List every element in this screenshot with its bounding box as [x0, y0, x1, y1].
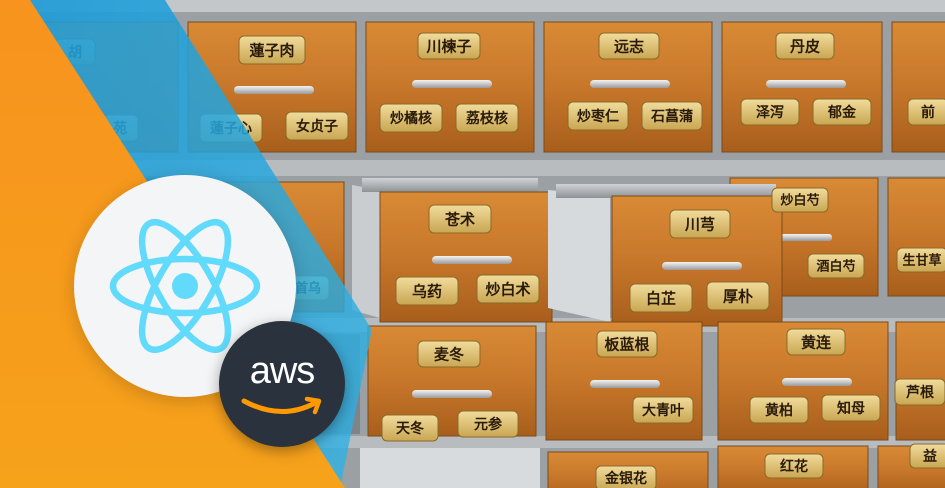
- drawer-label-text: 元参: [474, 416, 503, 433]
- drawer-label: 泽泻: [740, 98, 800, 126]
- drawer-label: 前: [907, 98, 945, 126]
- drawer-label-text: 川楝子: [425, 37, 471, 55]
- drawer-label-text: 炒枣仁: [577, 108, 619, 125]
- drawer-label: 蓮子肉: [238, 35, 306, 65]
- drawer-label: 郁金: [812, 98, 872, 126]
- drawer-label-text: 丹皮: [790, 37, 820, 55]
- drawer-label-text: 板蓝根: [604, 335, 649, 353]
- drawer-label-text: 前: [921, 104, 935, 121]
- aws-wordmark: aws: [249, 350, 316, 392]
- aws-logo-badge: aws: [219, 321, 345, 447]
- drawer-label: 益: [909, 443, 945, 469]
- drawer-label-text: 炒白术: [485, 280, 530, 298]
- drawer-label: 芦根: [894, 378, 945, 406]
- react-atom-icon: [109, 218, 261, 354]
- drawer-label: 生甘草: [896, 247, 945, 273]
- drawer-label-text: 酒白芍: [816, 259, 855, 275]
- drawer-label: 黄柏: [749, 396, 809, 424]
- drawer-row-4: [360, 445, 945, 488]
- drawer-label: 元参: [457, 410, 519, 438]
- drawer-label-text: 苍术: [444, 210, 475, 228]
- drawer-label-text: 远志: [614, 37, 644, 55]
- drawer-label: 苍术: [428, 204, 492, 234]
- drawer-label-text: 天冬: [396, 420, 424, 437]
- drawer-label: 麦冬: [417, 340, 481, 368]
- drawer-label-text: 白芷: [646, 289, 676, 307]
- drawer-label: 炒白术: [476, 274, 540, 304]
- drawer-label-text: 黄柏: [765, 402, 793, 419]
- drawer-label: 黄连: [786, 328, 846, 356]
- drawer-label-text: 红花: [780, 458, 808, 475]
- drawer-label: 炒橘核: [379, 103, 443, 133]
- drawer-label: 大青叶: [632, 396, 694, 424]
- drawer-label-text: 生甘草: [902, 253, 941, 269]
- drawer-label: 知母: [821, 394, 881, 422]
- drawer-label: 厚朴: [706, 281, 770, 311]
- drawer-label-text: 芦根: [906, 384, 935, 401]
- drawer-label-text: 益: [923, 448, 937, 465]
- drawer-label-text: 炒橘核: [390, 110, 432, 127]
- drawer-label: 酒白芍: [807, 253, 865, 279]
- drawer-label: 丹皮: [775, 32, 835, 60]
- drawer-label-text: 黄连: [801, 333, 832, 351]
- drawer-label: 川芎: [669, 209, 731, 239]
- drawer-label-text: 川芎: [684, 215, 715, 233]
- drawer-label-text: 女贞子: [296, 118, 338, 135]
- drawer-label: 天冬: [381, 414, 439, 442]
- drawer-label-text: 乌药: [412, 282, 442, 300]
- drawer-label: 女贞子: [285, 111, 349, 141]
- drawer-label-text: 炒白芍: [780, 193, 819, 209]
- drawer-label-text: 金银花: [604, 470, 647, 487]
- drawer-label: 石菖蒲: [641, 101, 703, 131]
- drawer-label-text: 泽泻: [756, 104, 784, 121]
- drawer-label: 金银花: [595, 465, 657, 488]
- drawer-label: 炒白芍: [771, 187, 829, 213]
- drawer-label: 荔枝核: [455, 103, 519, 133]
- drawer-label: 川楝子: [417, 32, 481, 60]
- aws-smile-icon: [241, 396, 322, 415]
- drawer-label-text: 大青叶: [642, 402, 684, 419]
- drawer-label: 白芷: [629, 283, 693, 313]
- drawer-label-text: 荔枝核: [465, 110, 508, 127]
- drawer-label-text: 石菖蒲: [650, 108, 693, 125]
- drawer-label: 板蓝根: [596, 330, 658, 358]
- drawer-label: 远志: [598, 32, 660, 60]
- drawer-label-text: 蓮子肉: [249, 41, 294, 59]
- drawer-label: 乌药: [395, 276, 459, 306]
- drawer-label-text: 知母: [837, 400, 865, 417]
- drawer-label-text: 麦冬: [434, 345, 464, 363]
- drawer-label: 红花: [764, 453, 824, 479]
- drawer-label: 炒枣仁: [567, 101, 629, 131]
- drawer-label-text: 厚朴: [723, 287, 753, 305]
- drawer-label-text: 郁金: [827, 104, 857, 121]
